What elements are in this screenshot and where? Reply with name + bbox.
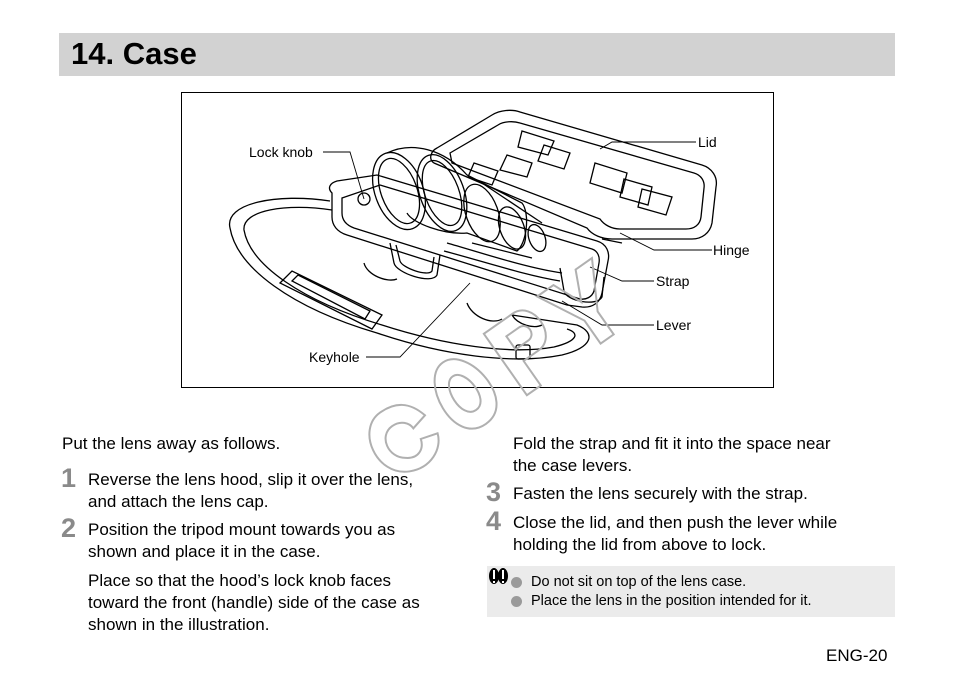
label-lever: Lever	[656, 317, 692, 333]
case-illustration: Lock knob Lid Hinge Strap Lever Keyhole	[181, 92, 774, 388]
step-3-text: Fasten the lens securely with the strap.	[513, 484, 808, 503]
case-drawing	[229, 109, 718, 360]
lens-hood-drawing	[371, 151, 427, 231]
bullet-icon	[511, 596, 522, 607]
step-2-detail-continued: Fold the strap and fit it into the space…	[513, 434, 831, 475]
label-hinge: Hinge	[713, 242, 750, 258]
page-number: ENG-20	[826, 646, 888, 665]
lid-drawing	[430, 109, 718, 240]
step-2-detail: Place so that the hood’s lock knob faces…	[88, 571, 420, 634]
step-2-text: Position the tripod mount towards you as…	[88, 520, 396, 561]
label-keyhole: Keyhole	[309, 349, 360, 365]
handle-drawing	[389, 242, 441, 280]
step-number-2: 2	[61, 513, 77, 543]
page-title: 14. Case	[71, 36, 197, 71]
step-number-4: 4	[486, 506, 502, 536]
caution-notes: Do not sit on top of the lens case. Plac…	[487, 566, 895, 617]
label-lid: Lid	[698, 134, 717, 150]
step-1-text: Reverse the lens hood, slip it over the …	[88, 470, 414, 511]
intro-text: Put the lens away as follows.	[62, 434, 281, 453]
caution-icon	[489, 568, 508, 584]
section-title-bar: 14. Case	[59, 33, 895, 76]
label-strap: Strap	[656, 273, 690, 289]
step-4-text: Close the lid, and then push the lever w…	[513, 513, 838, 554]
bullet-icon	[511, 577, 522, 588]
lens-barrel-drawing	[386, 146, 528, 252]
strap-drawing	[229, 197, 590, 360]
label-lock-knob: Lock knob	[249, 144, 313, 160]
step-number-3: 3	[486, 477, 502, 507]
step-number-1: 1	[61, 463, 77, 493]
